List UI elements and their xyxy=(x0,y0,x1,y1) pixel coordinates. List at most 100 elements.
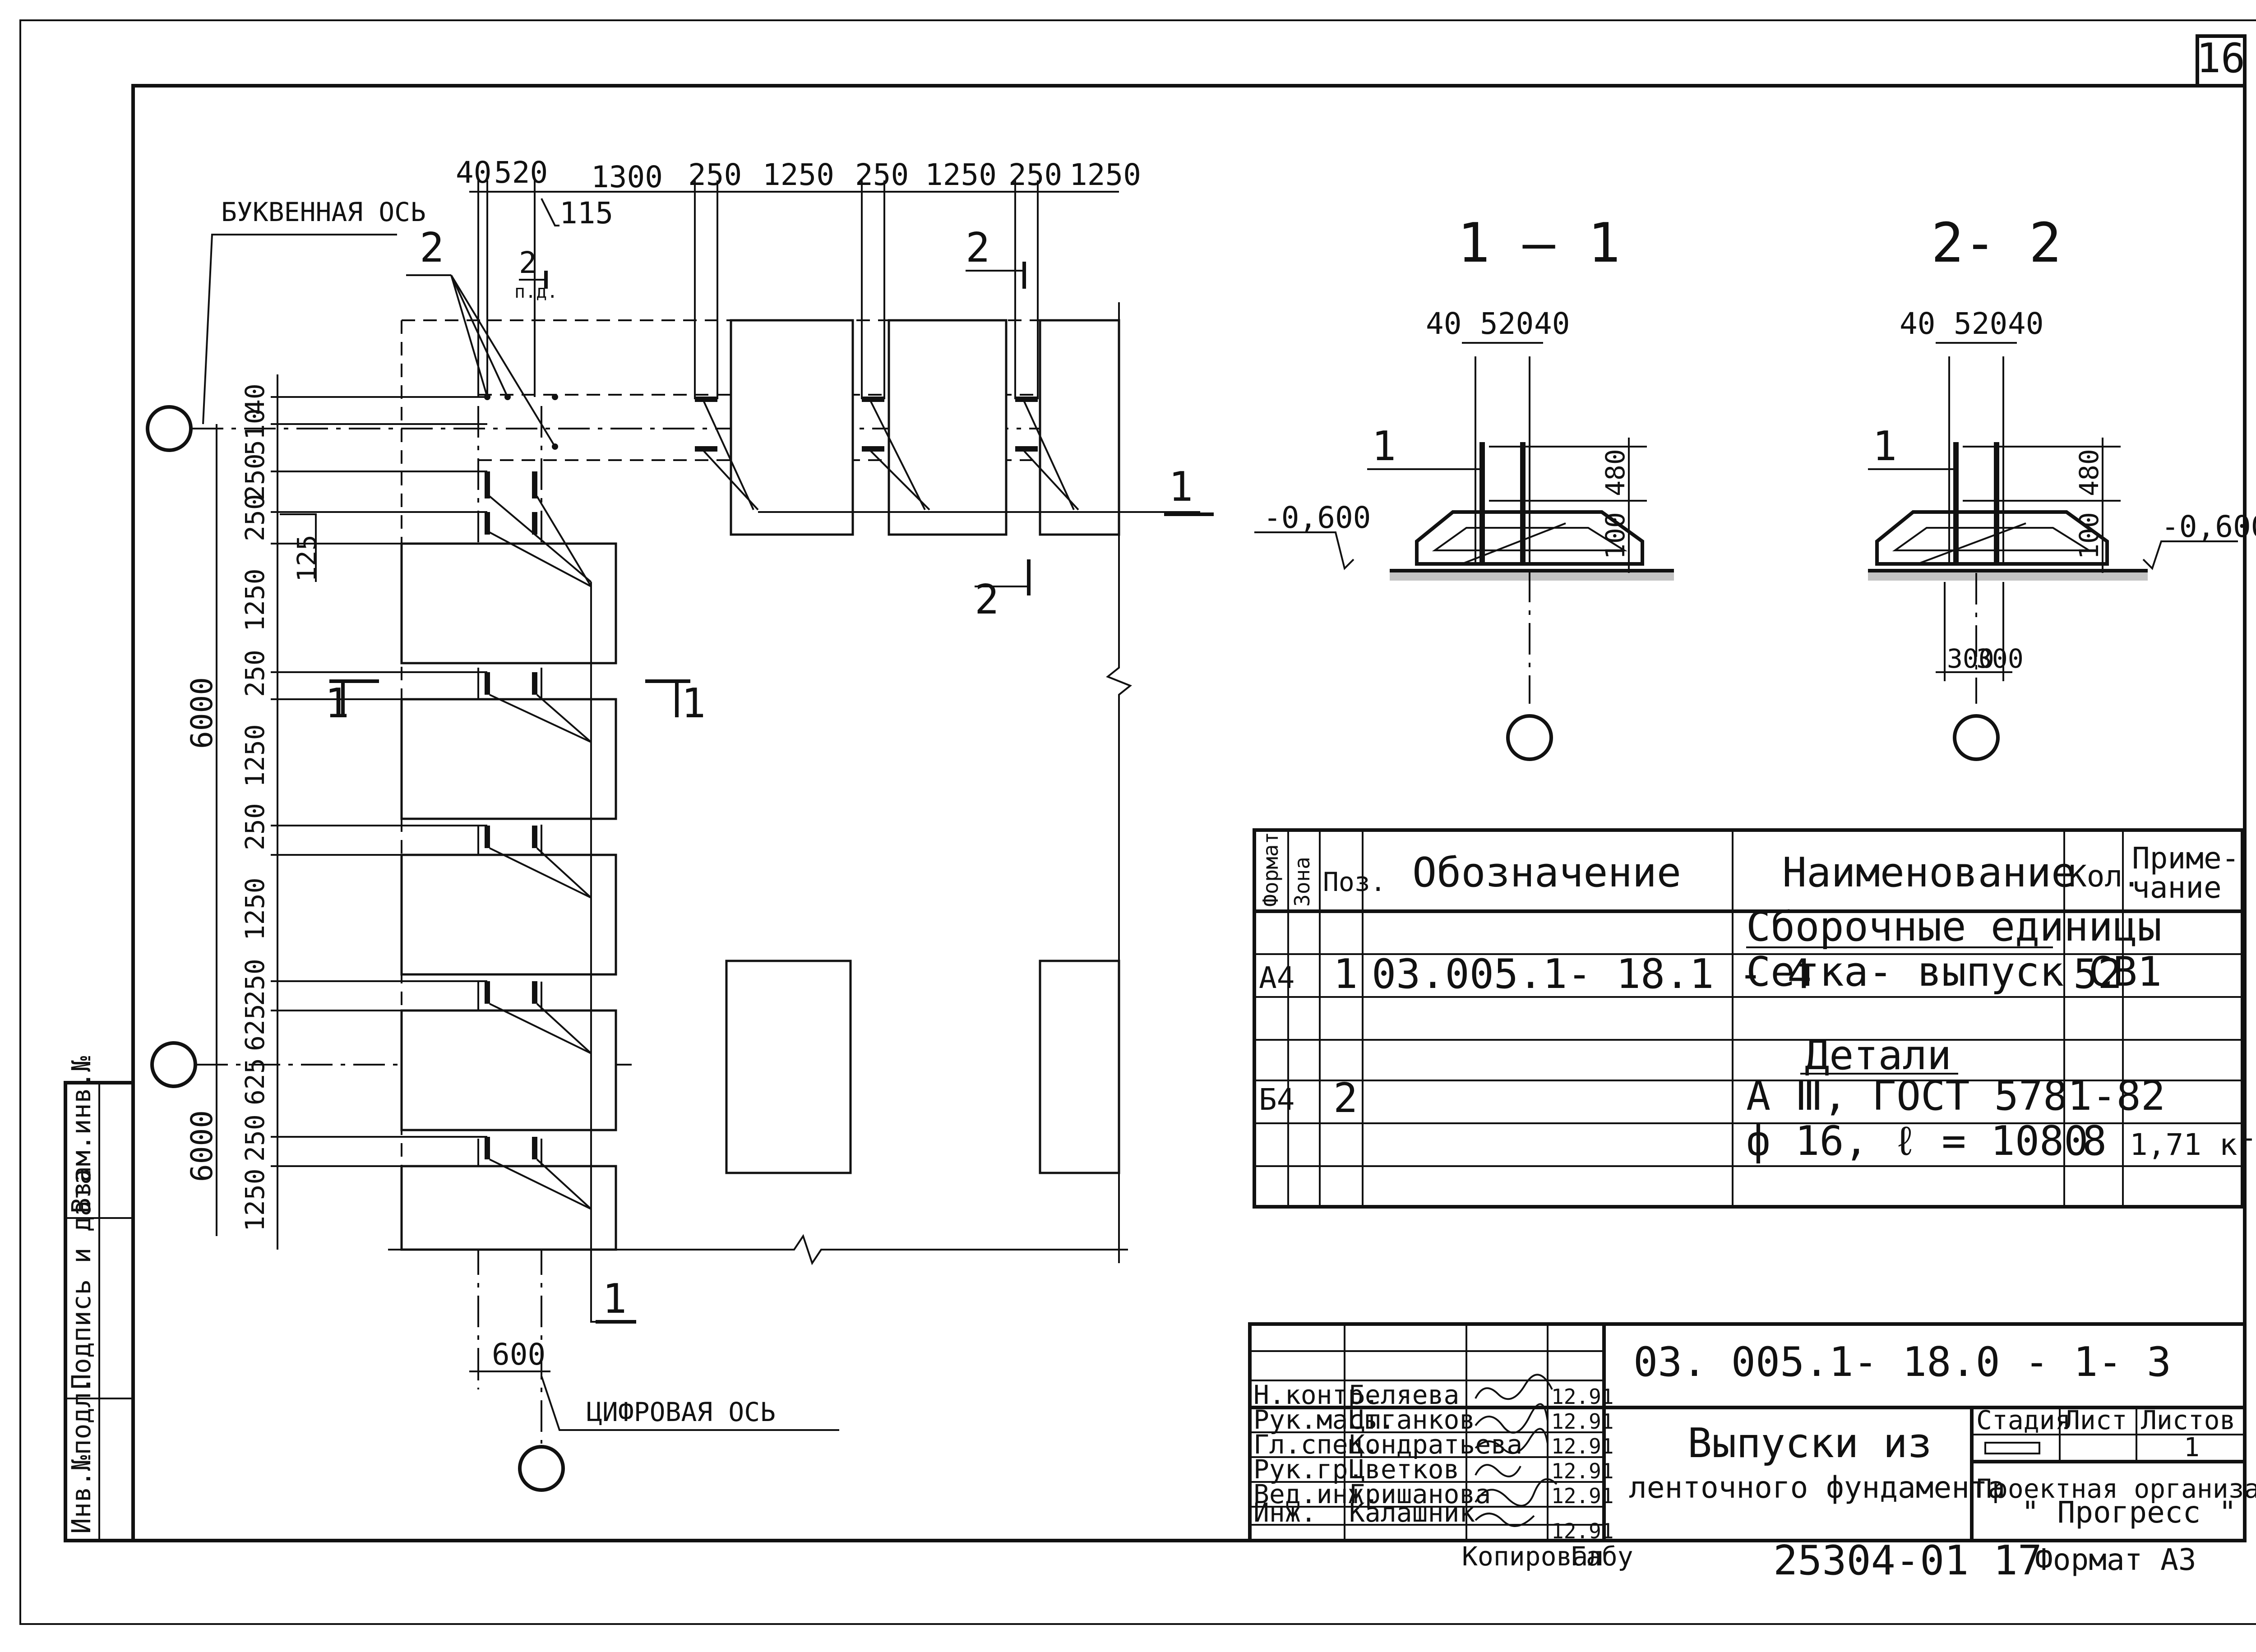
bottom-number: 25304-01 17 xyxy=(1773,1537,2042,1584)
block-left-2 xyxy=(400,698,617,820)
tb-name-0: Беляева xyxy=(1349,1380,1459,1410)
letter-axis-circle-top xyxy=(146,405,193,452)
signature-5 xyxy=(1475,1513,1535,1527)
sec2-dim-1: 520 xyxy=(1954,306,2007,341)
dim-6000-a: 6000 xyxy=(185,677,219,749)
sec2-bottom-dim-0: 300 xyxy=(1947,643,1994,674)
tb-date-5: 12.91 xyxy=(1551,1519,1613,1543)
top-dim-8: 1250 xyxy=(1069,157,1141,192)
dim-115: 115 xyxy=(559,196,613,231)
spec-row3-name: Детали xyxy=(1805,1032,1951,1079)
block-left-5 xyxy=(400,1165,617,1251)
letter-axis-circle-bottom xyxy=(150,1041,197,1088)
block-top-1 xyxy=(730,319,854,536)
sec1-dim-480: 480 xyxy=(1600,449,1631,496)
pos2-leaders: 2 xyxy=(406,224,558,450)
copied-label: Копировал xyxy=(1462,1541,1604,1572)
sec2-level: -0,600 xyxy=(2161,509,2256,544)
format-label: Формат А3 xyxy=(2035,1542,2196,1577)
left-dim-11: 625 xyxy=(240,1058,270,1105)
outer-border xyxy=(19,19,2256,1625)
block-left-3 xyxy=(400,854,617,976)
title-block: 03. 005.1- 18.0 - 1- 3 Н.контр. Беляева … xyxy=(1248,1322,2256,1584)
spec-header-pos: Поз. xyxy=(1323,867,1386,897)
tb-role-2: Гл.спец. xyxy=(1253,1429,1379,1460)
title-line-2: ленточного фундамента xyxy=(1629,1470,2005,1505)
top-dimensions: 40 520 1300 250 1250 250 1250 250 1250 1… xyxy=(456,155,1141,397)
section-1-title: 1 — 1 xyxy=(1457,212,1620,275)
doc-code: 03. 005.1- 18.0 - 1- 3 xyxy=(1633,1338,2171,1386)
spec-row0-name: Сборочные единицы xyxy=(1746,903,2162,951)
signature-0 xyxy=(1475,1374,1553,1400)
sheet-number-box xyxy=(2196,34,2247,88)
spec-header-qty: Кол. xyxy=(2069,859,2140,894)
top-dim-4: 1250 xyxy=(763,157,834,192)
dim-600: 600 xyxy=(492,1337,546,1372)
left-dim-9: 250 xyxy=(240,959,270,1006)
tb-role-5: Инж. xyxy=(1253,1497,1317,1528)
left-dim-2: 250 xyxy=(240,453,270,501)
tb-name-2: Кондратьева xyxy=(1349,1429,1522,1460)
sec2-pd-label: п.д. xyxy=(514,281,558,302)
org-line-2: " Прогресс " xyxy=(2021,1495,2237,1530)
top-dim-2: 1300 xyxy=(591,160,663,194)
sec2-pos: 1 xyxy=(1872,423,1897,470)
stamp-inv-orig: Инв.№подл. xyxy=(66,1376,97,1534)
sec1-dim-100: 100 xyxy=(1600,512,1631,559)
top-dim-5: 250 xyxy=(855,157,909,192)
left-dim-7: 250 xyxy=(240,803,270,850)
top-dim-0: 40 xyxy=(456,155,491,190)
sec1-level: -0,600 xyxy=(1263,500,1371,535)
top-dim-7: 250 xyxy=(1008,157,1062,192)
title-line-1: Выпуски из xyxy=(1687,1420,1932,1467)
spec-row4-pos: 2 xyxy=(1333,1075,1358,1122)
sheet-label: Лист xyxy=(2064,1405,2127,1435)
sec1-mark-left: 1 xyxy=(325,680,349,727)
title-block-people: Н.контр. Беляева 12.91 Рук.маст. Цыганко… xyxy=(1253,1374,1613,1543)
sec2-bottom-dim-1: 300 xyxy=(1976,643,2024,674)
tb-date-4: 12.91 xyxy=(1551,1484,1613,1508)
top-dim-1: 520 xyxy=(494,155,548,190)
tb-date-3: 12.91 xyxy=(1551,1459,1613,1483)
pos1-label-left: 1 xyxy=(602,1275,627,1323)
specification-table: Формат Зона Поз. Обозначение Наименовани… xyxy=(1253,828,2256,1209)
sheet-number: 16 xyxy=(2196,35,2245,82)
rebar-outlets-top xyxy=(694,347,1214,516)
spec-header-note-1: Приме- xyxy=(2132,841,2239,876)
sec2-dim-0: 40 xyxy=(1900,306,1935,341)
spec-row4-name: А Ⅲ, ГОСТ 5781-82 xyxy=(1746,1072,2165,1120)
stage-label: Стадия xyxy=(1976,1405,2071,1435)
section-1-1: 1 — 1 40 520 40 480 100 -0,600 1 xyxy=(1254,212,1674,761)
sec1-pos: 1 xyxy=(1372,423,1396,470)
spec-row1-qty: 52 xyxy=(2073,951,2122,998)
sec2-dim-480: 480 xyxy=(2074,449,2104,496)
spec-row1-pos: 1 xyxy=(1333,951,1358,998)
stamp-inv-repl: Взам.инв.№ xyxy=(66,1056,97,1214)
block-mid-2 xyxy=(1039,960,1120,1174)
pos1-label-top: 1 xyxy=(1169,463,1193,511)
dim-6000-b: 6000 xyxy=(185,1110,219,1182)
spec-row5-qty: 8 xyxy=(2082,1117,2107,1165)
tb-date-1: 12.91 xyxy=(1551,1409,1613,1434)
signature-4 xyxy=(1475,1478,1558,1507)
sec2-mark-top: 2 xyxy=(966,224,990,272)
top-dim-3: 250 xyxy=(688,157,742,192)
org-line-1: Проектная организация xyxy=(1976,1473,2256,1504)
sec1-dim-2: 40 xyxy=(1534,306,1570,341)
tb-date-2: 12.91 xyxy=(1551,1434,1613,1458)
block-left-1 xyxy=(400,542,617,664)
spec-header-note-2: чание xyxy=(2132,870,2222,905)
inner-frame xyxy=(131,84,2247,1542)
foundation-plan: БУКВЕННАЯ ОСЬ ЦИФРОВАЯ ОСЬ xyxy=(146,155,1214,1492)
side-stamp: Инв.№подл. Подпись и дата Взам.инв.№ xyxy=(64,1056,135,1542)
tb-date-0: 12.91 xyxy=(1551,1384,1613,1409)
copied-sign: Габу xyxy=(1570,1541,1633,1572)
section-2-title: 2- 2 xyxy=(1931,212,2062,275)
spec-header-zone: Зона xyxy=(1290,857,1314,907)
left-dim-0: 40 xyxy=(240,383,270,415)
sec2-mark-bottom: 2 xyxy=(975,576,999,623)
tb-role-3: Рук.гр. xyxy=(1253,1454,1364,1485)
signature-2 xyxy=(1475,1428,1549,1454)
sec2-axis-circle xyxy=(1953,714,2000,761)
digit-axis-label: ЦИФРОВАЯ ОСЬ xyxy=(587,1397,776,1427)
